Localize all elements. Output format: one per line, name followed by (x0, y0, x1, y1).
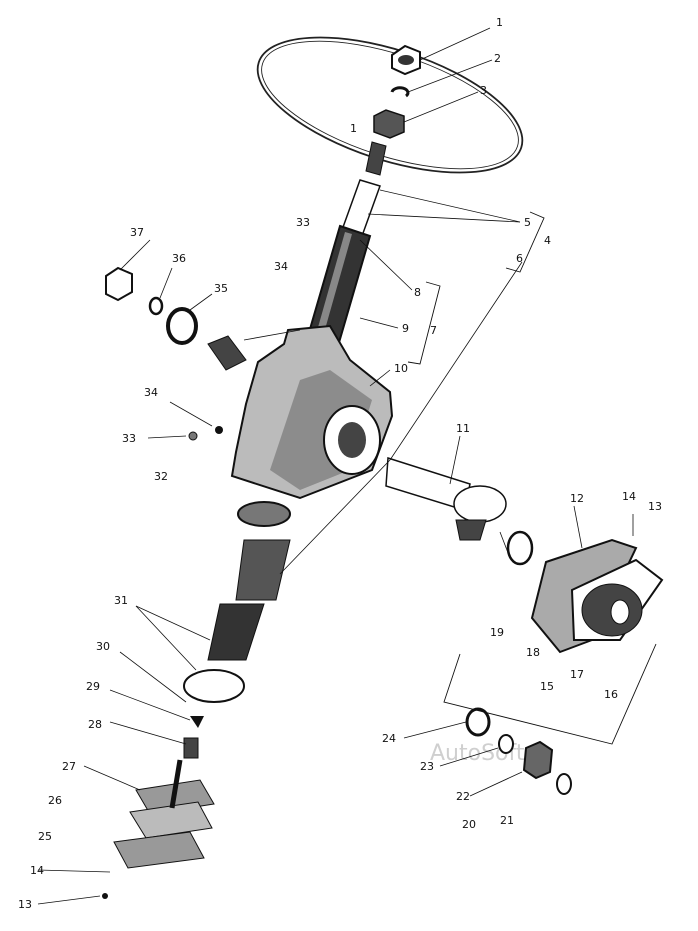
cone-nut (190, 716, 204, 728)
callout-3: 3 (480, 84, 487, 97)
callout-36: 36 (172, 252, 186, 265)
bottom-bolt (102, 893, 108, 899)
callout-20: 20 (462, 818, 476, 831)
leader-lines (37, 27, 634, 905)
callout-13-bottom: 13 (18, 898, 32, 911)
callout-37: 37 (130, 226, 144, 239)
adjust-washer-2 (465, 707, 491, 737)
callout-8: 8 (414, 286, 421, 299)
bearing-sleeve (207, 335, 247, 371)
lower-bearing-ring (183, 669, 245, 703)
wheel-nut-hole (398, 55, 414, 65)
spring-washer (498, 734, 514, 754)
callout-15: 15 (540, 680, 554, 693)
gasket (129, 801, 213, 839)
callout-32: 32 (154, 470, 168, 483)
callout-28: 28 (88, 718, 102, 731)
callout-14-bottom: 14 (30, 864, 44, 877)
lock-nut (522, 740, 554, 780)
callout-labels: 1 2 3 5 4 6 33 34 8 9 7 10 37 36 35 34 3… (18, 16, 662, 911)
column-tube-highlight (315, 232, 352, 340)
steering-wheel-rim-inner (261, 40, 519, 170)
callout-23: 23 (420, 760, 434, 773)
plug (188, 431, 198, 441)
wheel-bushing (373, 109, 405, 139)
callout-31: 31 (114, 594, 128, 607)
callout-29: 29 (86, 680, 100, 693)
callout-2: 2 (494, 52, 501, 65)
sector-head (453, 485, 507, 523)
callout-33-top: 33 (296, 216, 310, 229)
callout-7: 7 (430, 324, 437, 337)
callout-5: 5 (524, 216, 531, 229)
callout-12: 12 (570, 492, 584, 505)
callout-26: 26 (48, 794, 62, 807)
callout-14-right: 14 (622, 490, 636, 503)
upper-bearing (237, 501, 291, 527)
callout-34-top: 34 (274, 260, 288, 273)
bottom-plate (113, 831, 205, 869)
lock-washer (390, 86, 410, 98)
callout-18: 18 (526, 646, 540, 659)
steering-wheel-rim (256, 36, 524, 174)
ball (215, 426, 223, 434)
worm-lower (207, 603, 265, 661)
callout-19: 19 (490, 626, 504, 639)
callout-17: 17 (570, 668, 584, 681)
adjust-washer (148, 296, 164, 316)
sector-gear-end (338, 422, 366, 458)
callout-34-left: 34 (144, 386, 158, 399)
callout-16: 16 (604, 688, 618, 701)
callout-1-shaft: 1 (350, 122, 357, 135)
callout-6: 6 (516, 252, 523, 265)
callout-25: 25 (38, 830, 52, 843)
callout-33-left: 33 (122, 432, 136, 445)
callout-1: 1 (496, 16, 503, 29)
adjust-screw (169, 759, 183, 809)
callout-13-right: 13 (648, 500, 662, 513)
callout-21: 21 (500, 814, 514, 827)
spring (183, 737, 199, 759)
callout-35: 35 (214, 282, 228, 295)
side-cover-hole (610, 599, 630, 625)
callout-24: 24 (382, 732, 396, 745)
adjust-nut (105, 266, 133, 302)
callout-27: 27 (62, 760, 76, 773)
callout-4: 4 (544, 234, 551, 247)
callout-10: 10 (394, 362, 408, 375)
worm-gear (235, 539, 291, 601)
sector-roller (455, 519, 487, 541)
callout-11: 11 (456, 422, 470, 435)
callout-9: 9 (402, 322, 409, 335)
shaft-spline (365, 141, 387, 176)
cap-washer (556, 773, 572, 795)
oil-seal (166, 307, 198, 345)
group-brackets (407, 211, 657, 745)
callout-22: 22 (456, 790, 470, 803)
side-ring (506, 530, 534, 566)
callout-30: 30 (96, 640, 110, 653)
